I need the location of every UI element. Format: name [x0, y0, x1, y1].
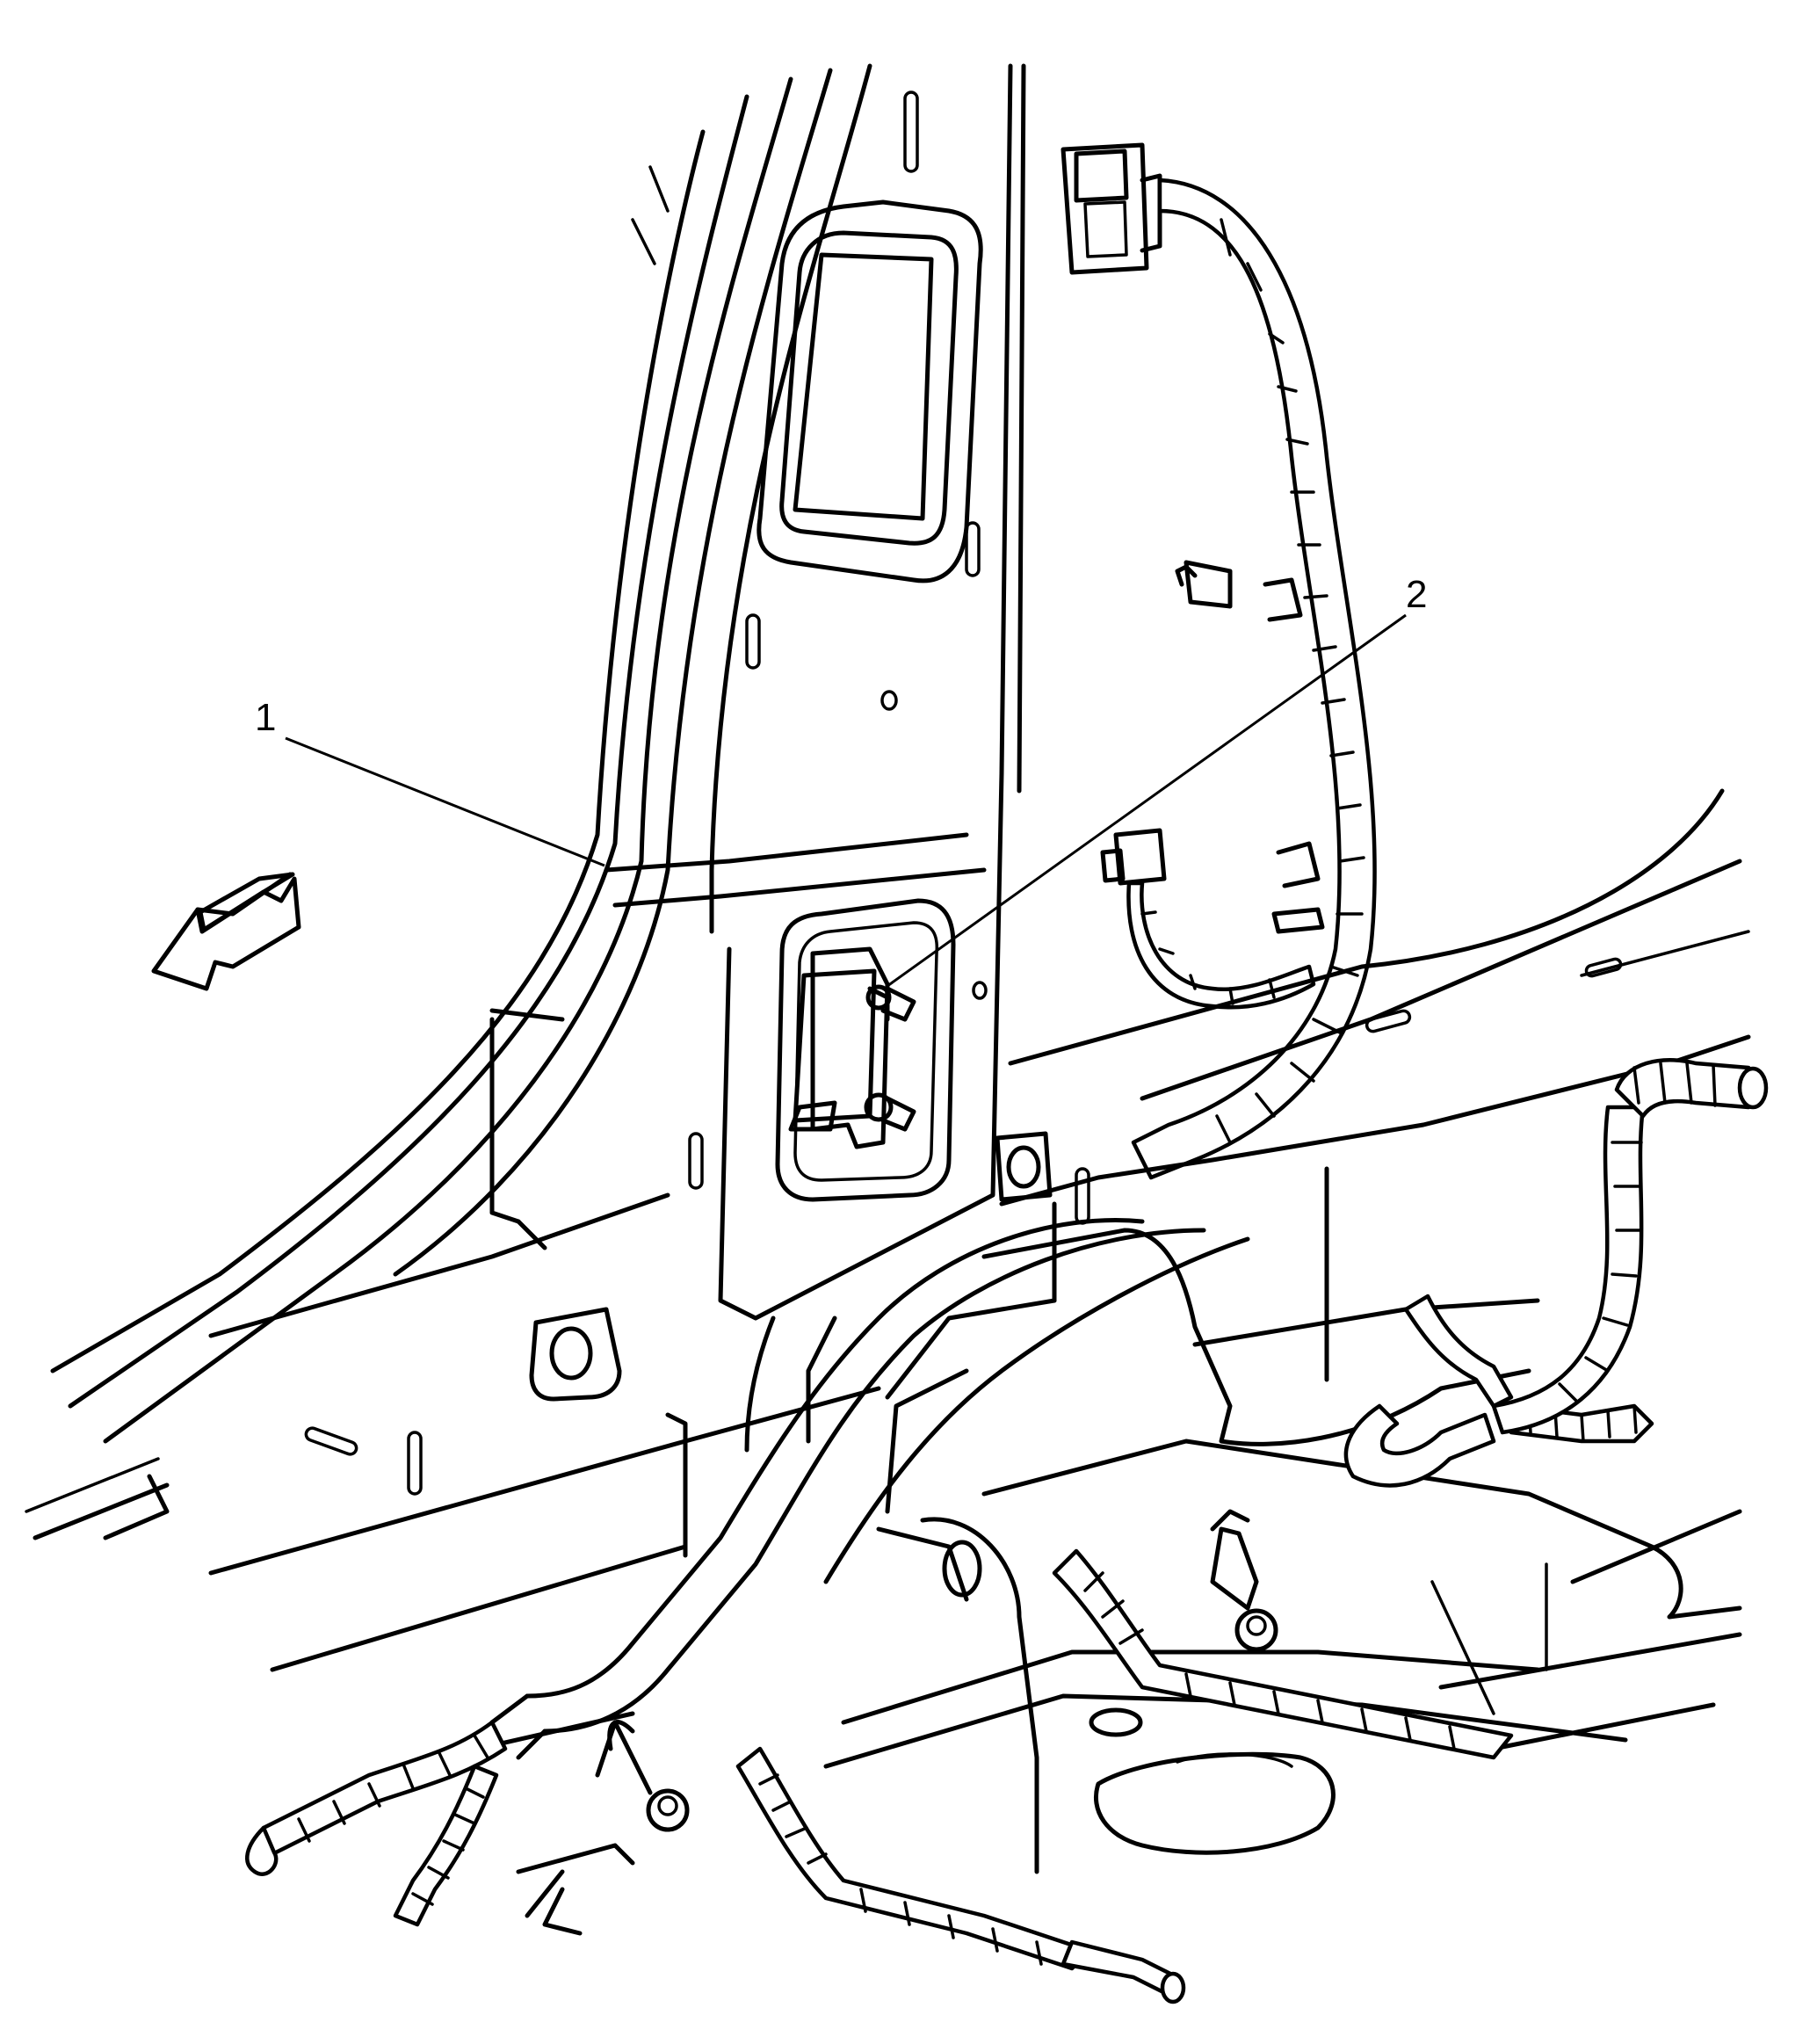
- lower-harness: [245, 1058, 1769, 2004]
- upper-harness: [1061, 142, 1377, 1180]
- callout-leaders: [285, 613, 1407, 988]
- callout-1-label: 1: [255, 696, 277, 739]
- inner-panel: [304, 63, 1090, 1496]
- callout-1-leader: [285, 736, 605, 867]
- arrow-forward-icon: [151, 872, 301, 991]
- floor-structure: [208, 788, 1751, 1874]
- callout-2-leader: [887, 613, 1407, 988]
- airbag-sensor: [788, 946, 916, 1149]
- callout-2-label: 2: [1406, 573, 1428, 616]
- pillar-structure: [25, 63, 987, 1540]
